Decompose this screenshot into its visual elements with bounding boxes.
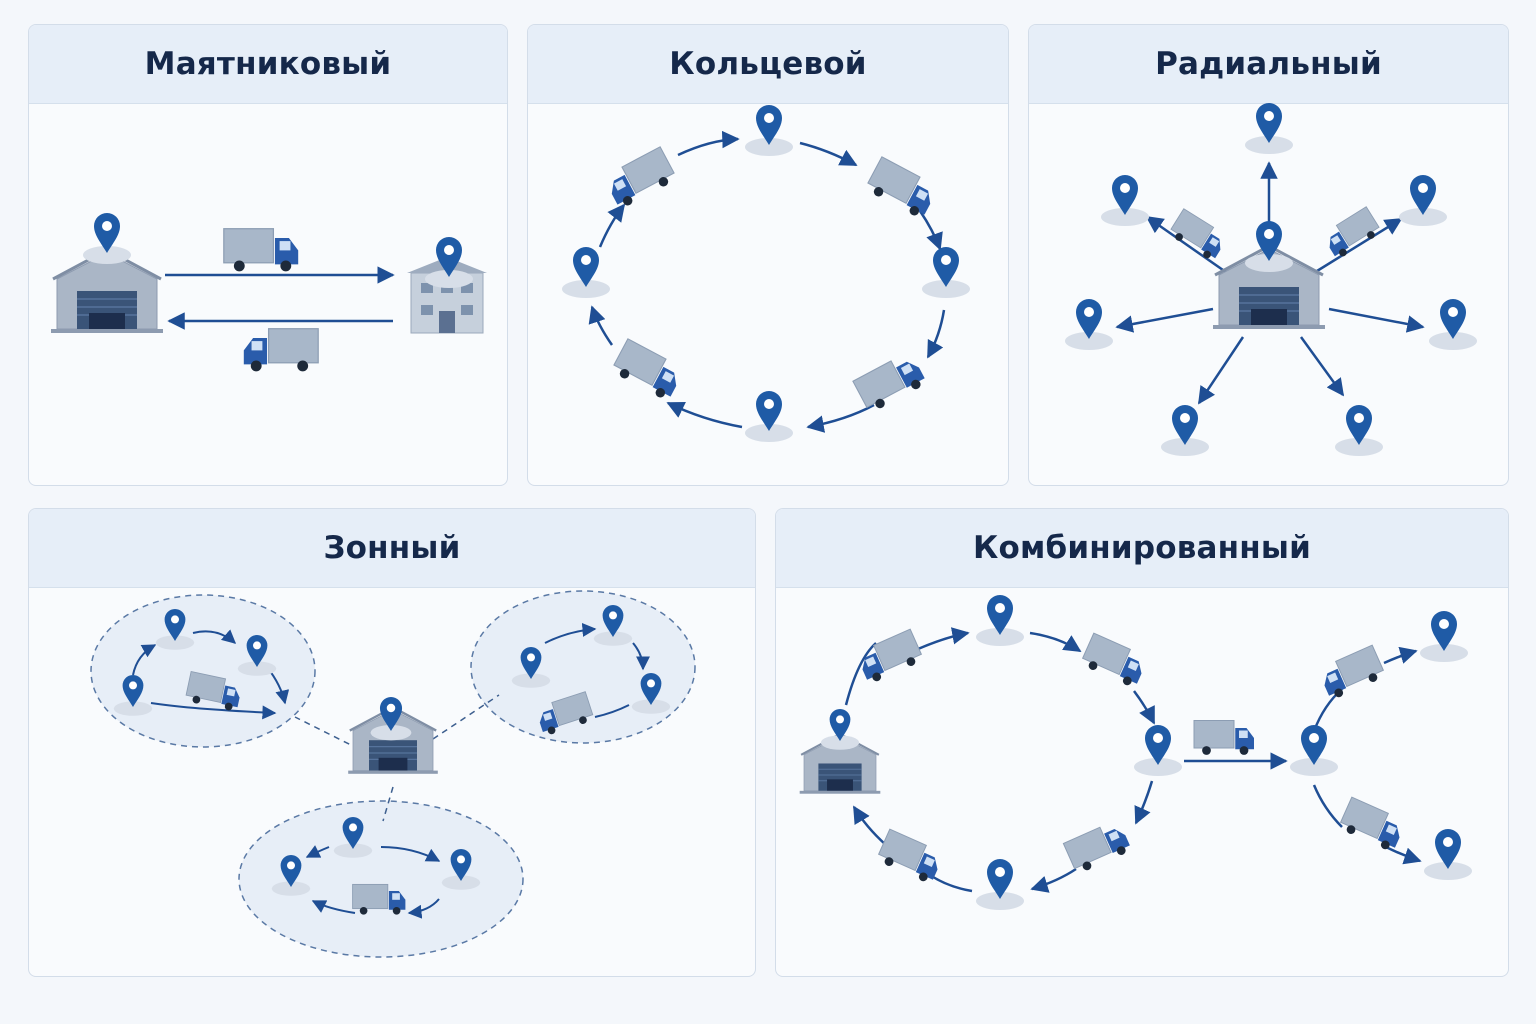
location-pin-icon bbox=[1245, 103, 1293, 154]
truck-icon bbox=[1079, 632, 1150, 690]
panel-title: Кольцевой bbox=[669, 46, 867, 82]
location-pin-icon bbox=[1335, 405, 1383, 456]
truck-icon bbox=[1316, 644, 1387, 702]
arrow-icon bbox=[929, 873, 973, 893]
truck-icon bbox=[1337, 796, 1408, 854]
location-pin-icon bbox=[745, 105, 793, 156]
arrow-icon bbox=[311, 900, 356, 914]
arrow-icon bbox=[926, 309, 946, 359]
arrow-icon bbox=[1312, 784, 1343, 828]
arrow-icon bbox=[917, 627, 970, 651]
arrow-icon bbox=[852, 805, 887, 846]
combined-diagram bbox=[798, 595, 1472, 910]
panel-header: Маятниковый bbox=[29, 25, 507, 104]
arrow-icon bbox=[666, 401, 743, 429]
arrow-icon bbox=[305, 845, 330, 858]
arrow-icon bbox=[150, 702, 277, 720]
zone-link bbox=[432, 694, 500, 740]
zonal-diagram bbox=[90, 590, 696, 958]
arrow-icon bbox=[1328, 307, 1425, 333]
location-pin-icon bbox=[1420, 611, 1468, 662]
arrow-icon bbox=[407, 898, 440, 919]
truck-icon bbox=[852, 350, 929, 415]
zone-link bbox=[294, 716, 360, 750]
location-pin-icon bbox=[425, 237, 473, 288]
truck-icon bbox=[1062, 818, 1133, 876]
panel-title: Комбинированный bbox=[972, 530, 1312, 566]
zone-link bbox=[382, 786, 394, 822]
arrow-icon bbox=[1145, 215, 1234, 279]
location-pin-icon bbox=[976, 859, 1024, 910]
location-pin-icon bbox=[1429, 299, 1477, 350]
location-pin-icon bbox=[745, 391, 793, 442]
arrow-icon bbox=[1383, 646, 1418, 665]
panel-combined: Комбинированный bbox=[775, 508, 1509, 977]
location-pin-icon bbox=[1161, 405, 1209, 456]
arrow-icon bbox=[1134, 780, 1154, 825]
zone-area bbox=[238, 800, 524, 958]
panel-header: Радиальный bbox=[1029, 25, 1508, 104]
panel-header: Зонный bbox=[29, 509, 755, 588]
arrow-icon bbox=[1299, 336, 1345, 397]
truck-icon bbox=[1320, 206, 1383, 261]
truck-icon bbox=[1193, 719, 1255, 756]
arrow-icon bbox=[799, 141, 858, 167]
arrow-icon bbox=[192, 629, 237, 644]
arrow-icon bbox=[1316, 217, 1403, 273]
location-pin-icon bbox=[1134, 725, 1182, 776]
arrow-icon bbox=[844, 642, 877, 706]
arrow-icon bbox=[1385, 845, 1422, 865]
panel-header: Комбинированный bbox=[776, 509, 1508, 588]
arrow-icon bbox=[594, 704, 630, 718]
arrow-icon bbox=[544, 622, 597, 644]
ring-diagram bbox=[562, 105, 970, 442]
panel-header: Кольцевой bbox=[528, 25, 1008, 104]
location-pin-icon bbox=[1245, 221, 1293, 272]
pendulum-diagram bbox=[49, 213, 488, 373]
panel-radial: Радиальный bbox=[1028, 24, 1509, 486]
arrow-icon bbox=[1132, 690, 1156, 725]
arrow-icon bbox=[1030, 867, 1077, 893]
location-pin-icon bbox=[1399, 175, 1447, 226]
arrow-icon bbox=[1029, 631, 1082, 653]
truck-icon bbox=[243, 327, 319, 373]
truck-icon bbox=[223, 227, 299, 273]
location-pin-icon bbox=[83, 213, 131, 264]
arrow-icon bbox=[588, 305, 614, 346]
arrow-icon bbox=[677, 130, 740, 157]
location-pin-icon bbox=[1424, 829, 1472, 880]
radial-diagram bbox=[1065, 103, 1477, 456]
truck-icon bbox=[1167, 208, 1230, 263]
arrow-icon bbox=[132, 644, 157, 676]
arrow-icon bbox=[380, 846, 441, 862]
arrow-icon bbox=[806, 403, 875, 433]
zone-area bbox=[90, 594, 316, 748]
truck-icon bbox=[609, 338, 686, 403]
location-pin-icon bbox=[922, 247, 970, 298]
location-pin-icon bbox=[562, 247, 610, 298]
truck-icon bbox=[875, 828, 946, 886]
arrow-icon bbox=[1115, 307, 1214, 333]
arrow-icon bbox=[918, 210, 943, 251]
location-pin-icon bbox=[820, 709, 860, 750]
location-pin-icon bbox=[976, 595, 1024, 646]
truck-icon bbox=[602, 146, 679, 211]
location-pin-icon bbox=[1290, 725, 1338, 776]
truck-icon bbox=[863, 156, 940, 221]
panel-title: Маятниковый bbox=[144, 46, 392, 82]
panel-title: Радиальный bbox=[1155, 46, 1382, 82]
arrow-icon bbox=[598, 203, 626, 248]
panel-pendulum: Маятниковый bbox=[28, 24, 508, 486]
location-pin-icon bbox=[1065, 299, 1113, 350]
panel-zonal: Зонный bbox=[28, 508, 756, 977]
arrow-icon bbox=[632, 642, 650, 671]
panel-ring: Кольцевой bbox=[527, 24, 1009, 486]
arrow-icon bbox=[1197, 336, 1245, 405]
panel-title: Зонный bbox=[323, 530, 461, 566]
location-pin-icon bbox=[1101, 175, 1149, 226]
